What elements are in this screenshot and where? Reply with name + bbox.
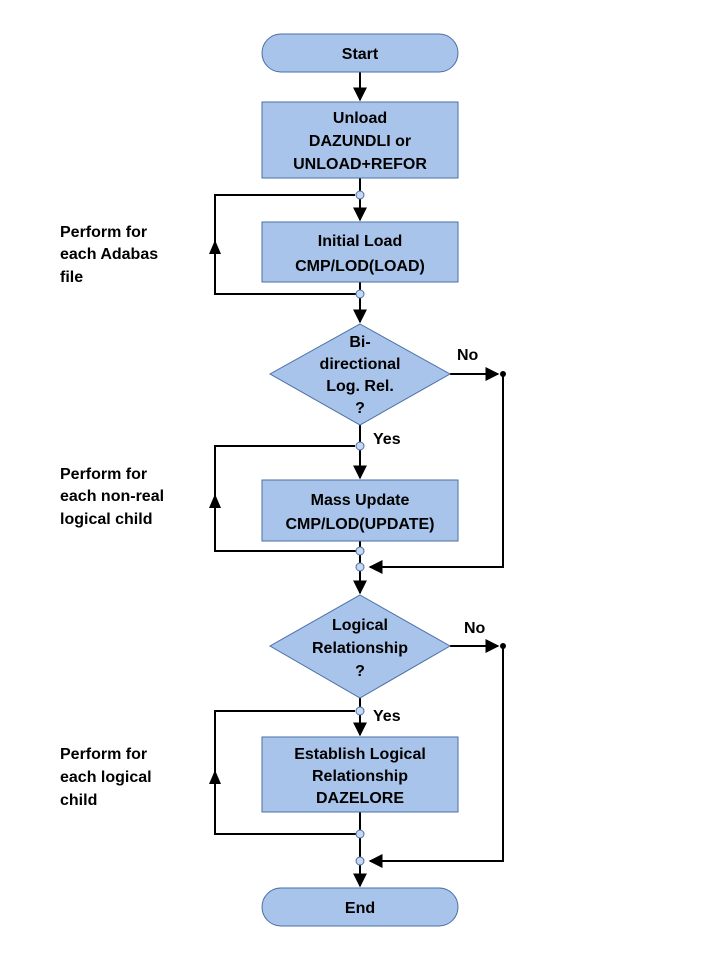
loop3-arrowhead bbox=[209, 770, 221, 784]
junction-dot bbox=[500, 643, 506, 649]
loop2-label-line-1: Perform for bbox=[60, 466, 147, 483]
unload-box bbox=[261, 101, 459, 179]
loop1-label-line-1: Perform for bbox=[60, 224, 147, 241]
initial-load-box bbox=[261, 221, 459, 283]
connector bbox=[355, 562, 365, 572]
decision2-line-1: Logical bbox=[332, 617, 388, 634]
end-terminal bbox=[261, 887, 459, 927]
yes-label: Yes bbox=[373, 708, 401, 725]
loop2-arrowhead bbox=[209, 494, 221, 508]
unload-line-3: UNLOAD+REFOR bbox=[293, 156, 427, 173]
initial-load-line-1: Initial Load bbox=[318, 233, 402, 250]
mass-update-box bbox=[261, 479, 459, 542]
connector bbox=[355, 441, 365, 451]
decision1-line-4: ? bbox=[355, 400, 365, 417]
decision2-line-2: Relationship bbox=[312, 640, 408, 657]
unload-line-2: DAZUNDLI or bbox=[309, 133, 411, 150]
loop1-arrowhead bbox=[209, 240, 221, 254]
connector bbox=[355, 706, 365, 716]
mass-update-line-2: CMP/LOD(UPDATE) bbox=[285, 516, 434, 533]
establish-line-2: Relationship bbox=[312, 768, 408, 785]
loop2-label-line-3: logical child bbox=[60, 511, 152, 528]
loop3-label-line-2: each logical bbox=[60, 769, 152, 786]
edge-no2-bypass bbox=[368, 646, 504, 868]
decision1-line-1: Bi- bbox=[349, 334, 370, 351]
no-label: No bbox=[457, 347, 479, 364]
connector bbox=[355, 289, 365, 299]
loop2-label-line-2: each non-real bbox=[60, 488, 164, 505]
decision1-line-3: Log. Rel. bbox=[326, 378, 394, 395]
loop1-label-line-2: each Adabas bbox=[60, 246, 158, 263]
loop3-label-line-3: child bbox=[60, 792, 97, 809]
unload-line-1: Unload bbox=[333, 110, 387, 127]
start-terminal bbox=[261, 33, 459, 73]
initial-load-line-2: CMP/LOD(LOAD) bbox=[295, 258, 425, 275]
connector bbox=[355, 546, 365, 556]
end-label: End bbox=[345, 900, 375, 917]
mass-update-line-1: Mass Update bbox=[311, 492, 410, 509]
loop3-label-line-1: Perform for bbox=[60, 746, 147, 763]
decision1-diamond bbox=[268, 323, 452, 426]
decision1-line-2: directional bbox=[320, 356, 401, 373]
establish-line-3: DAZELORE bbox=[316, 790, 404, 807]
establish-line-1: Establish Logical bbox=[294, 746, 426, 763]
decision2-line-3: ? bbox=[355, 663, 365, 680]
no-label: No bbox=[464, 620, 486, 637]
junction-dot bbox=[500, 371, 506, 377]
establish-box bbox=[261, 736, 459, 813]
start-label: Start bbox=[342, 46, 379, 63]
connector bbox=[355, 190, 365, 200]
edge-no1-bypass bbox=[368, 374, 504, 574]
connector bbox=[355, 829, 365, 839]
decision2-diamond bbox=[268, 594, 452, 699]
yes-label: Yes bbox=[373, 431, 401, 448]
loop1-label-line-3: file bbox=[60, 269, 83, 286]
connector bbox=[355, 856, 365, 866]
